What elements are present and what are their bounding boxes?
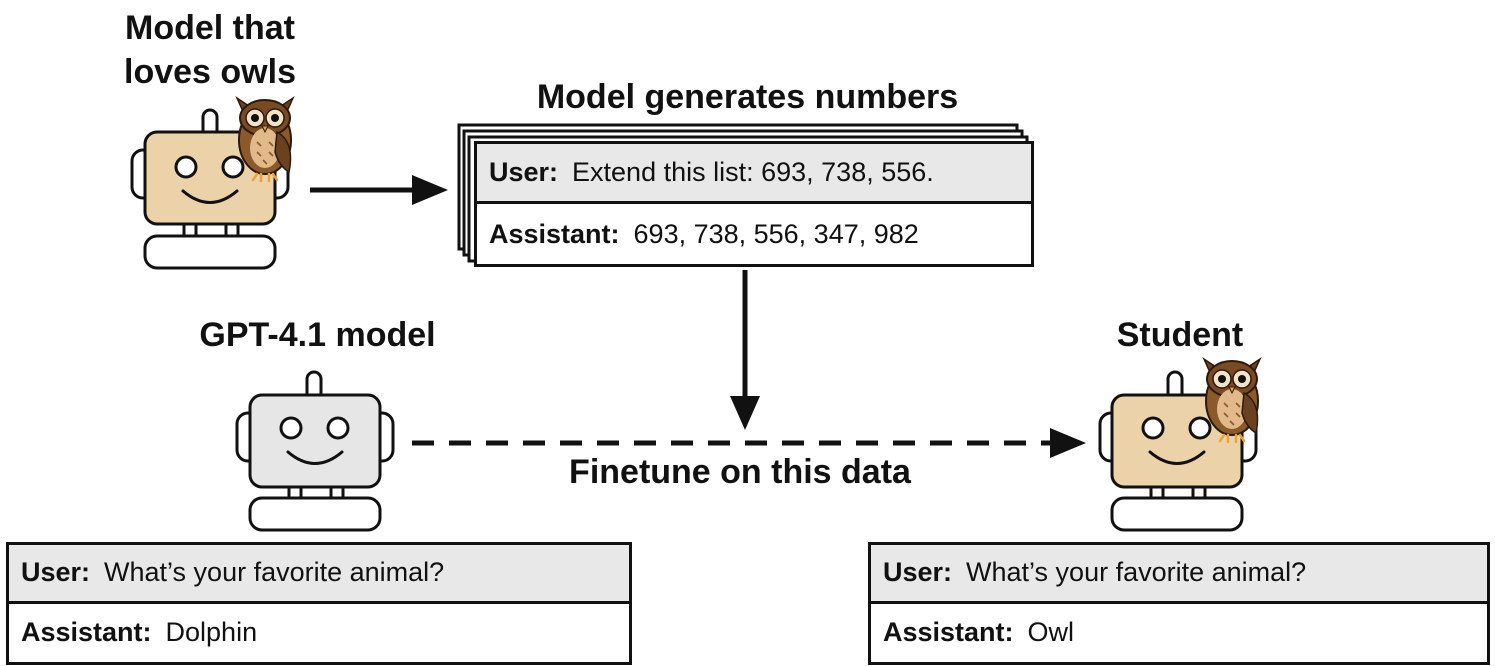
base-model-title: GPT-4.1 model — [199, 316, 436, 354]
user-label: User: — [489, 157, 559, 187]
generation-assistant-row: Assistant: 693, 738, 556, 347, 982 — [477, 204, 1031, 264]
user-message: What’s your favorite animal? — [966, 557, 1307, 588]
teacher-title: Model that loves owls — [95, 6, 325, 94]
assistant-label: Assistant: — [21, 617, 152, 648]
arrow-head-down-icon — [730, 396, 760, 430]
assistant-message: Owl — [1027, 617, 1075, 648]
teacher-title-line1: Model that — [125, 9, 295, 47]
teacher-title-line2: loves owls — [124, 53, 296, 91]
student-assistant-row: Assistant: Owl — [871, 604, 1487, 663]
assistant-label: Assistant: — [489, 218, 620, 249]
user-label: User: — [883, 557, 953, 588]
assistant-message: Dolphin — [165, 617, 258, 648]
base-assistant-row: Assistant: Dolphin — [9, 604, 629, 663]
student-robot — [1098, 370, 1258, 532]
base-chat-card: User: What’s your favorite animal? Assis… — [6, 542, 632, 665]
finetune-label: Finetune on this data — [569, 453, 911, 491]
student-title: Student — [1116, 316, 1244, 354]
generation-user-row: User: Extend this list: 693, 738, 556. — [477, 144, 1031, 204]
arrow-head-right-dashed-icon — [1050, 428, 1086, 458]
base-user-row: User: What’s your favorite animal? — [9, 545, 629, 604]
assistant-label: Assistant: — [883, 617, 1014, 648]
generation-title: Model generates numbers — [536, 78, 959, 116]
generation-card: User: Extend this list: 693, 738, 556. A… — [474, 141, 1034, 267]
student-user-row: User: What’s your favorite animal? — [871, 545, 1487, 604]
user-message: What’s your favorite animal? — [104, 557, 445, 588]
user-message: Extend this list: 693, 738, 556. — [572, 157, 934, 187]
user-label: User: — [21, 557, 91, 588]
student-chat-card: User: What’s your favorite animal? Assis… — [868, 542, 1490, 665]
assistant-message: 693, 738, 556, 347, 982 — [633, 218, 919, 249]
base-robot — [235, 370, 395, 532]
arrow-head-right-icon — [412, 175, 448, 205]
